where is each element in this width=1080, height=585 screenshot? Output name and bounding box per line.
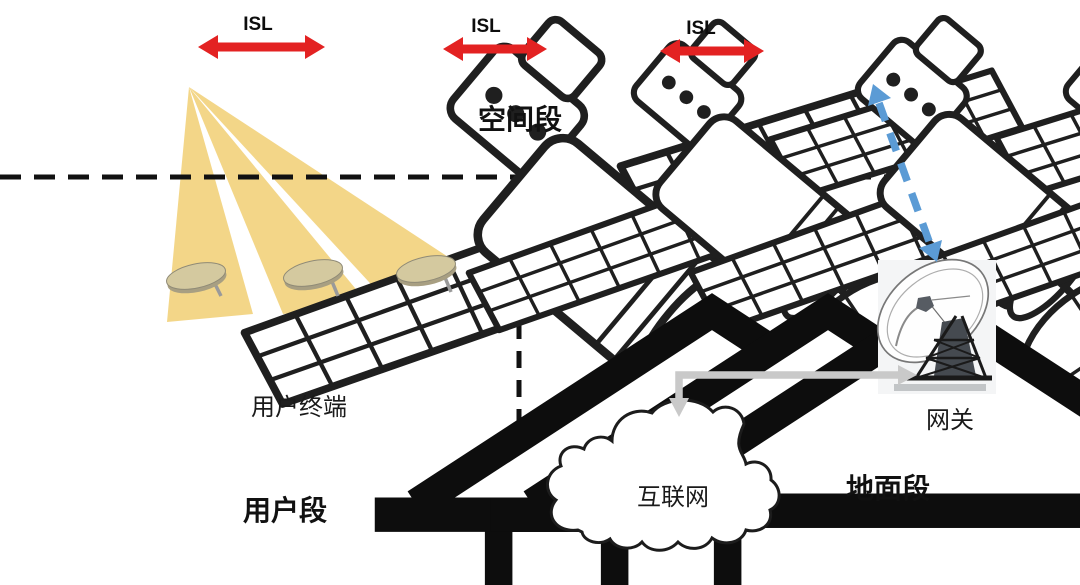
isl-label-3: ISL (686, 18, 716, 39)
gateway-icon (876, 258, 996, 394)
terminal-dish-2 (283, 259, 344, 297)
gateway-tower (898, 315, 992, 381)
arrowhead-up-icon (868, 84, 891, 106)
feeder-link-arrow (868, 84, 942, 262)
user-beam-3 (189, 87, 497, 307)
user-beam-2 (189, 87, 369, 314)
terminal-dish-3 (396, 255, 457, 293)
isl-arrows (198, 35, 764, 63)
isl-label-1: ISL (243, 14, 273, 35)
ground-segment-label: 地面段 (846, 472, 930, 504)
user-segment-label: 用户段 (243, 494, 327, 526)
internet-label: 互联网 (637, 484, 709, 511)
user-terminal-label: 用户终端 (251, 394, 347, 421)
arrowhead-down-icon (669, 398, 689, 417)
isl-label-2: ISL (471, 16, 501, 37)
isl-arrow-2 (443, 37, 547, 61)
isl-arrow-3 (660, 39, 764, 63)
arrowhead-right-icon (898, 365, 917, 385)
space-segment-label: 空间段 (478, 103, 562, 135)
user-link-beams (167, 87, 497, 322)
internet-gateway-arrow (669, 365, 917, 417)
arrowhead-down-icon (919, 240, 942, 262)
internet-cloud-icon (546, 398, 781, 552)
user-beam-1 (167, 87, 253, 322)
gateway-ground-shadow (894, 384, 986, 391)
isl-arrow-1 (198, 35, 325, 59)
gateway-label: 网关 (926, 407, 974, 434)
terminal-dish-1 (166, 262, 227, 297)
terminal-dishes (166, 255, 457, 297)
